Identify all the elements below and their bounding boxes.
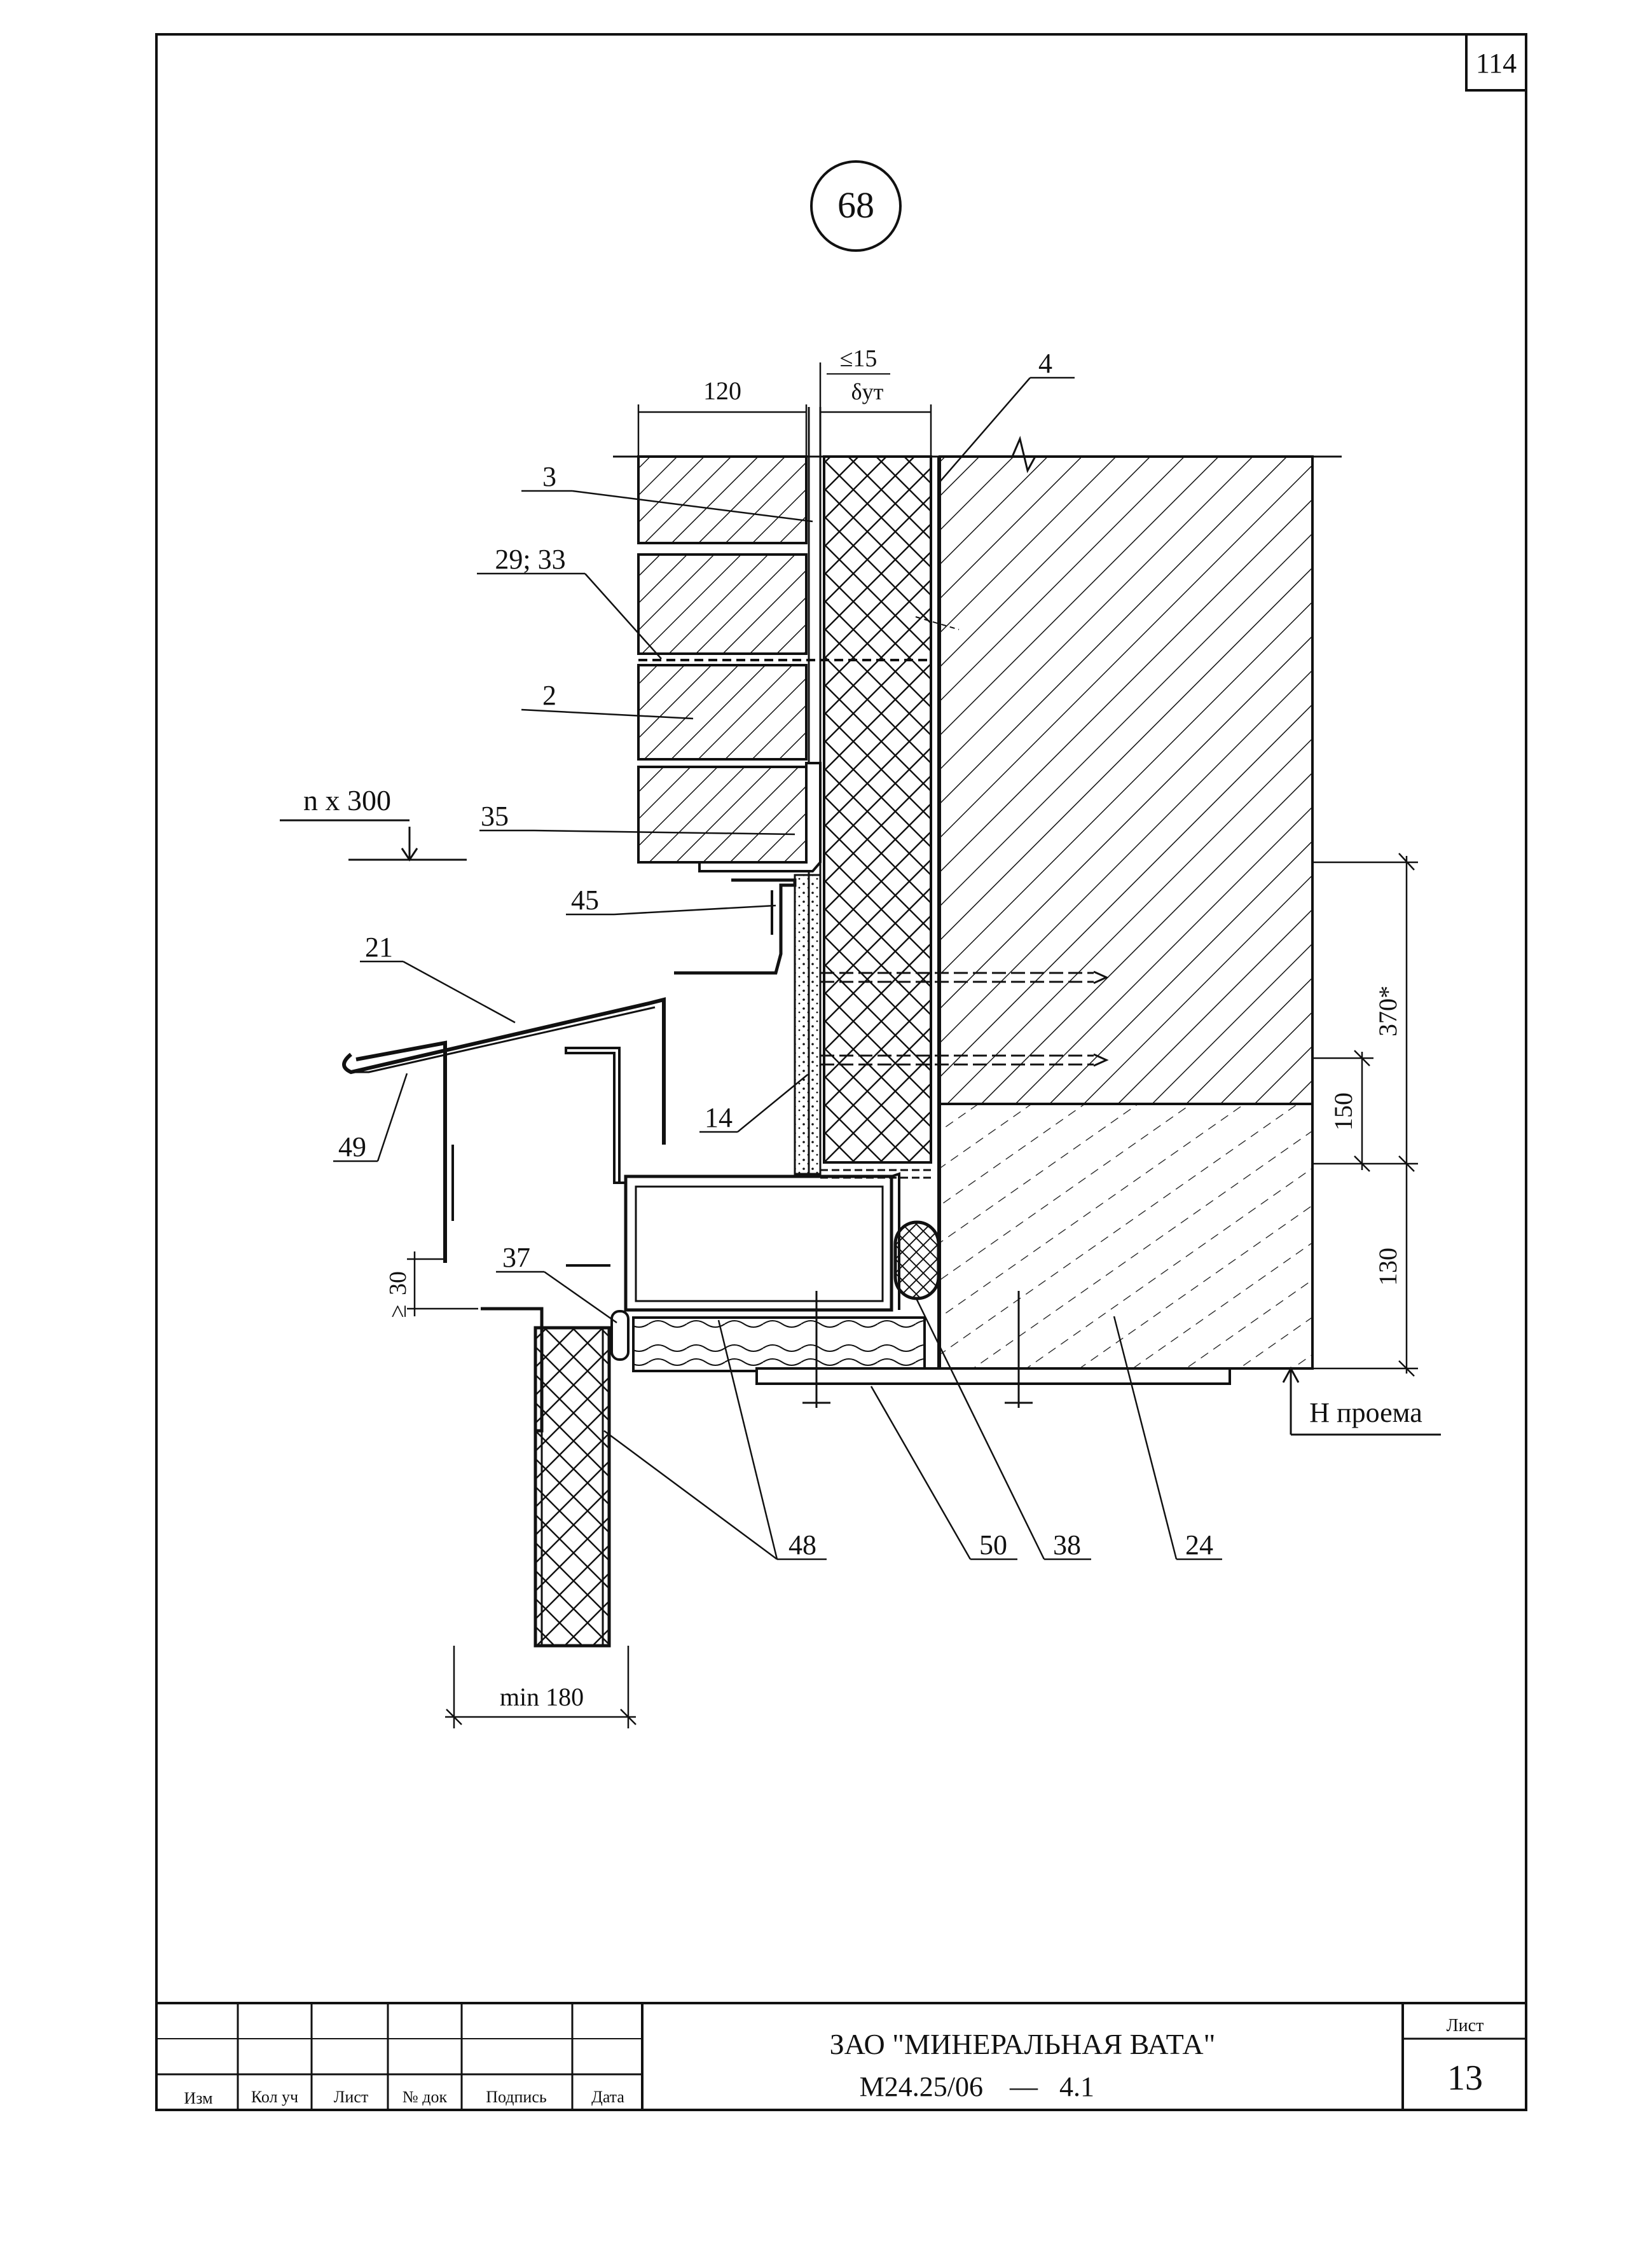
callout-49: 49 bbox=[333, 1073, 408, 1162]
svg-text:24: 24 bbox=[1185, 1529, 1213, 1561]
concrete-wall bbox=[939, 455, 1314, 1105]
svg-text:2: 2 bbox=[542, 680, 556, 711]
flashing-bracket bbox=[674, 878, 797, 975]
dim-gap: ≤15 bbox=[840, 345, 878, 372]
dim-min-180: min 180 bbox=[500, 1683, 584, 1711]
callout-24: 24 bbox=[1113, 1316, 1222, 1561]
company-name: ЗАО "МИНЕРАЛЬНАЯ ВАТА" bbox=[830, 2028, 1216, 2060]
brick-facing bbox=[637, 455, 808, 864]
min-width-dimension: min 180 bbox=[445, 1646, 637, 1728]
svg-text:29; 33: 29; 33 bbox=[495, 544, 565, 575]
sealant-strip bbox=[794, 874, 822, 1175]
mounting-plate bbox=[755, 1367, 1231, 1385]
col-date: Дата bbox=[591, 2088, 624, 2106]
title-block: Изм Кол уч Лист № док Подпись Дата ЗАО "… bbox=[156, 2002, 1526, 2110]
dim-150: 150 bbox=[1329, 1092, 1358, 1131]
svg-text:37: 37 bbox=[502, 1242, 530, 1273]
dim-30: 30 bbox=[385, 1271, 411, 1295]
col-signature: Подпись bbox=[486, 2088, 547, 2106]
detail-number: 68 bbox=[837, 184, 874, 226]
dim-brick-width: 120 bbox=[703, 376, 741, 405]
dim-370: 370* bbox=[1373, 986, 1402, 1037]
sheet-frame bbox=[155, 33, 1527, 2111]
callout-37: 37 bbox=[496, 1242, 617, 1324]
callout-45: 45 bbox=[566, 885, 776, 916]
code-dash: — bbox=[1009, 2071, 1038, 2102]
detail-marker: 68 bbox=[810, 160, 902, 252]
svg-text:45: 45 bbox=[571, 885, 599, 916]
wooden-plate bbox=[632, 1316, 926, 1372]
callout-2: 2 bbox=[521, 680, 694, 720]
svg-text:48: 48 bbox=[788, 1529, 816, 1561]
fasteners bbox=[802, 1291, 1033, 1408]
svg-text:4: 4 bbox=[1038, 348, 1052, 379]
opening-height-mark: Н проема bbox=[1282, 1366, 1441, 1436]
module-mark: n x 300 bbox=[280, 784, 467, 862]
window-panel bbox=[533, 1326, 611, 1648]
sheet-number: 13 bbox=[1447, 2058, 1483, 2098]
dim-insulation: δут bbox=[851, 379, 884, 404]
col-kol-uch: Кол уч bbox=[251, 2088, 298, 2106]
col-doc: № док bbox=[403, 2088, 448, 2106]
col-izm: Изм bbox=[184, 2089, 212, 2107]
dim-module: n x 300 bbox=[303, 784, 391, 816]
callout-29-33: 29; 33 bbox=[477, 544, 662, 659]
sheet-label: Лист bbox=[1447, 2016, 1484, 2036]
callout-14: 14 bbox=[699, 1074, 808, 1133]
svg-text:14: 14 bbox=[705, 1102, 733, 1133]
panel-flashing bbox=[481, 1307, 544, 1433]
drip-dimension: 30 ≥ bbox=[385, 1251, 478, 1318]
svg-text:50: 50 bbox=[979, 1529, 1007, 1561]
sheet-number-box: 114 bbox=[1465, 33, 1527, 92]
drip-edge bbox=[355, 1040, 447, 1263]
dim-130: 130 bbox=[1373, 1248, 1402, 1286]
callout-4: 4 bbox=[938, 348, 1075, 484]
dimension-top: 120 ≤15 δут bbox=[637, 345, 932, 457]
callout-35: 35 bbox=[479, 801, 795, 836]
callout-50: 50 bbox=[870, 1386, 1017, 1561]
svg-text:35: 35 bbox=[481, 801, 509, 832]
lintel-block bbox=[939, 1103, 1314, 1370]
anchor-bolts bbox=[820, 616, 1109, 1067]
window-frame bbox=[565, 1047, 621, 1184]
svg-text:21: 21 bbox=[365, 932, 393, 963]
svg-text:49: 49 bbox=[338, 1131, 366, 1162]
dim-ge: ≥ bbox=[385, 1305, 411, 1318]
opening-height-label: Н проема bbox=[1309, 1397, 1422, 1428]
sealing-cord bbox=[893, 1220, 940, 1300]
callout-48: 48 bbox=[603, 1319, 827, 1561]
sheet-number-top: 114 bbox=[1476, 48, 1517, 79]
support-angle bbox=[698, 762, 822, 872]
frame-box bbox=[624, 1169, 935, 1312]
callout-38: 38 bbox=[914, 1297, 1091, 1561]
callout-3: 3 bbox=[521, 461, 813, 523]
svg-text:3: 3 bbox=[542, 461, 556, 492]
dimension-right: 370* 150 130 bbox=[1312, 853, 1418, 1377]
section-number: 4.1 bbox=[1059, 2071, 1094, 2102]
col-list: Лист bbox=[334, 2088, 368, 2106]
insulation-layer bbox=[823, 455, 932, 1164]
document-code: М24.25/06 bbox=[860, 2071, 983, 2102]
callout-21: 21 bbox=[360, 932, 516, 1024]
svg-text:38: 38 bbox=[1053, 1529, 1081, 1561]
spacer-clip bbox=[610, 1310, 630, 1361]
window-sill bbox=[342, 997, 666, 1145]
